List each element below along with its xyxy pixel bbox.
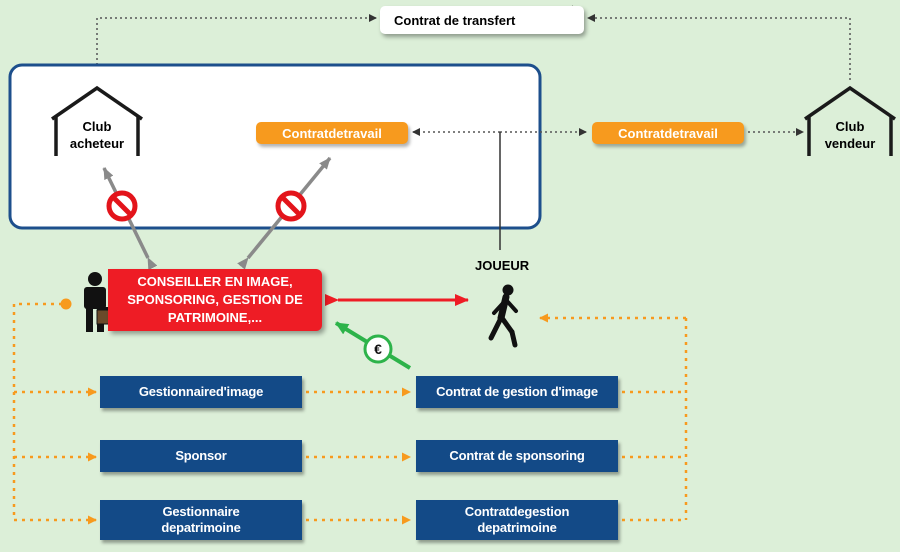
house-icon: [51, 85, 143, 156]
club-seller-label: Club vendeur: [824, 119, 876, 151]
left-orange-connector: [12, 298, 97, 525]
sponsor-box: Sponsor: [100, 440, 302, 472]
house-icon: [804, 85, 896, 156]
club-buyer-label: Club acheteur: [69, 119, 125, 151]
euro-badge: €: [363, 334, 393, 364]
image-management-contract-box: Contrat de gestion d'image: [416, 376, 618, 408]
wealth-manager-box: Gestionnaire depatrimoine: [100, 500, 302, 540]
work-contract-buyer: Contratdetravail: [256, 122, 408, 144]
advisor-box: CONSEILLER EN IMAGE, SPONSORING, GESTION…: [108, 269, 322, 331]
sponsoring-contract-box: Contrat de sponsoring: [416, 440, 618, 472]
forbidden-icon: [106, 190, 138, 222]
image-manager-box: Gestionnaired'image: [100, 376, 302, 408]
wealth-management-contract-box: Contratdegestion depatrimoine: [416, 500, 618, 540]
work-contract-seller: Contratdetravail: [592, 122, 744, 144]
transfer-contract-label: Contrat de transfert: [394, 12, 516, 28]
forbidden-icon: [275, 190, 307, 222]
transfer-connector: [96, 14, 851, 80]
player-label: JOUEUR: [475, 258, 530, 273]
middle-orange-connector: [306, 387, 411, 525]
svg-text:€: €: [374, 341, 382, 357]
walking-person-icon: [488, 284, 518, 348]
transfer-contract-box: Contrat de transfert: [380, 6, 584, 34]
work-contract-connector: [412, 128, 804, 250]
right-orange-connector: [539, 313, 688, 522]
